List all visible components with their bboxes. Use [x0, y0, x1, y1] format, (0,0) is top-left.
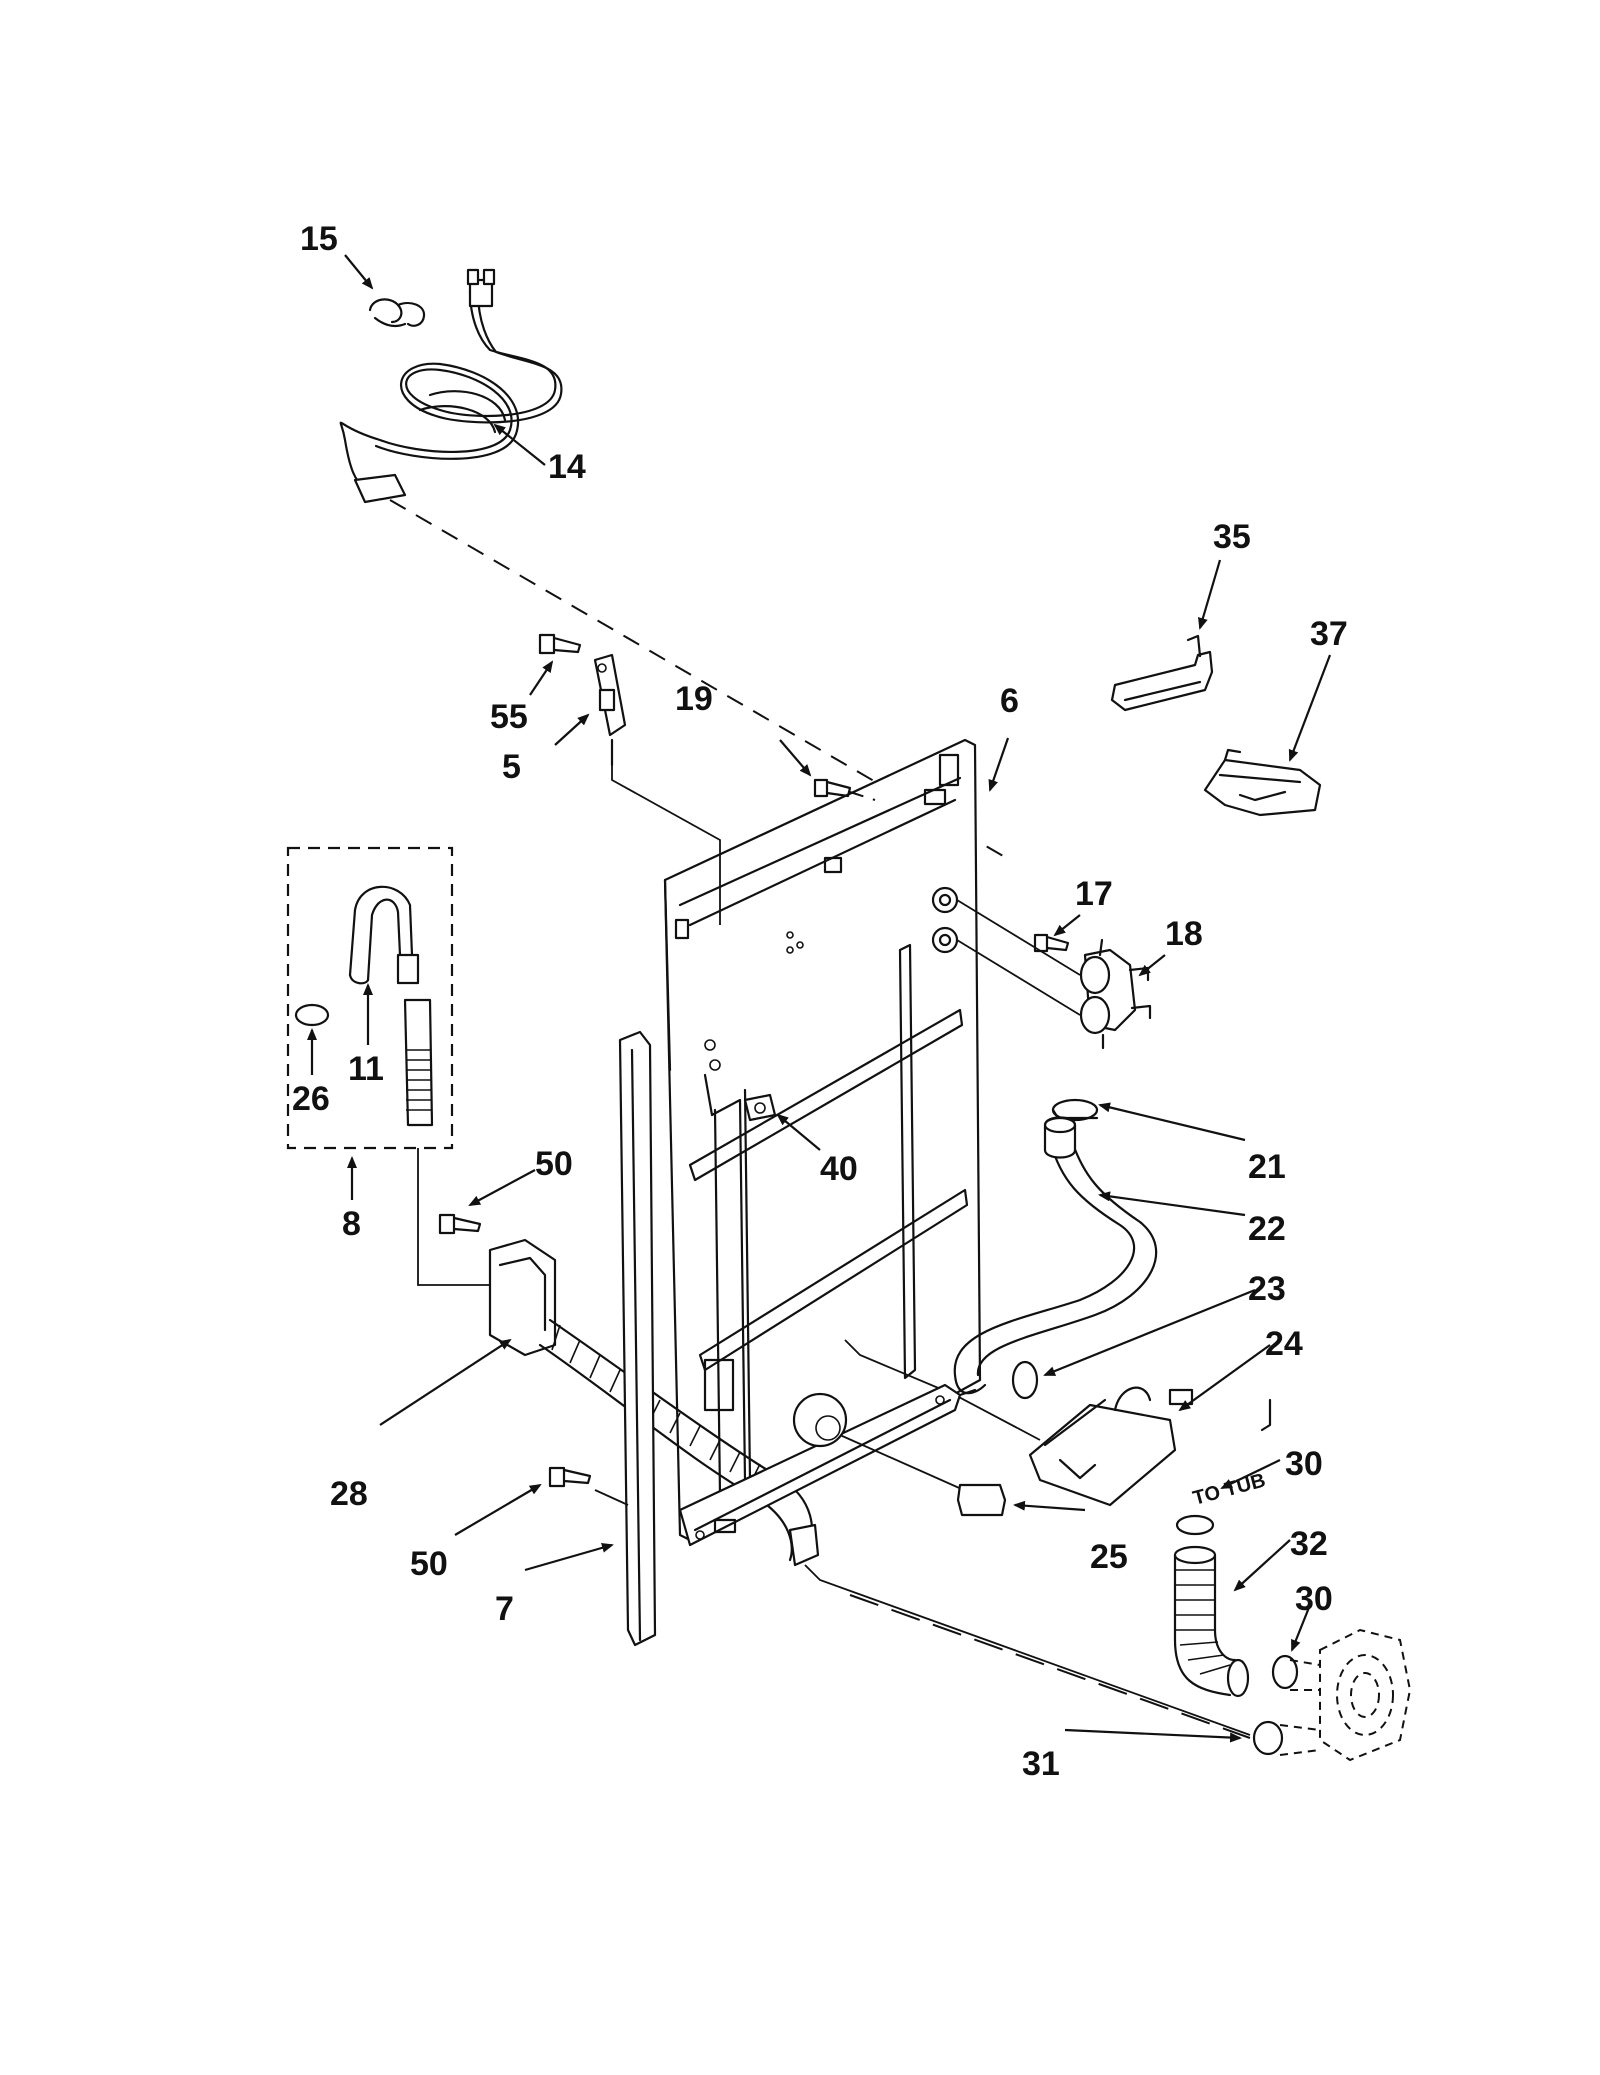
- leader-5-panel: [611, 765, 721, 925]
- drain-hose: [538, 1318, 820, 1567]
- valve-inlet-lines: [956, 899, 1081, 1016]
- label-55: 55: [490, 698, 528, 736]
- bracket-35: [1110, 634, 1214, 712]
- leader-24-panel: [844, 1339, 1041, 1441]
- cord-clip: [368, 298, 426, 328]
- pressure-switch-24: [1028, 1386, 1194, 1507]
- label-30-lower: 30: [1295, 1580, 1333, 1618]
- label-32: 32: [1290, 1525, 1328, 1563]
- hose-22: [953, 1116, 1158, 1395]
- label-19: 19: [675, 680, 713, 718]
- label-23: 23: [1248, 1270, 1286, 1308]
- label-to-tub: TO TUB: [1191, 1469, 1268, 1509]
- switch-bracket-5: [593, 653, 627, 767]
- label-15: 15: [300, 220, 338, 258]
- leader-8-28: [417, 1148, 490, 1286]
- clamp-30-lower: [1271, 1654, 1299, 1690]
- label-18: 18: [1165, 915, 1203, 953]
- drain-dash-31: [849, 1594, 1251, 1739]
- label-21: 21: [1248, 1148, 1286, 1186]
- label-17: 17: [1075, 875, 1113, 913]
- label-35: 35: [1213, 518, 1251, 556]
- leader-50-rail: [594, 1489, 629, 1506]
- label-8: 8: [342, 1205, 361, 1243]
- label-14: 14: [548, 448, 586, 486]
- water-valve-18: [1079, 938, 1152, 1050]
- label-50-upper: 50: [535, 1145, 573, 1183]
- clamp-30-upper: [1175, 1514, 1215, 1536]
- bottom-channel: [678, 1383, 962, 1547]
- label-50-lower: 50: [410, 1545, 448, 1583]
- leader-19-panel: [849, 791, 876, 801]
- part-labels: 15 14 35 37 55 5 19 6 17 18 11 26 8 40 5…: [292, 220, 1348, 1783]
- assembly-8-box: [286, 846, 454, 1150]
- label-24: 24: [1265, 1325, 1303, 1363]
- power-cord: [339, 268, 563, 504]
- callout-arrows: [307, 254, 1332, 1743]
- rear-panel: [663, 738, 982, 1542]
- screw-50-upper: [438, 1213, 482, 1235]
- screw-19: [813, 778, 852, 798]
- label-7: 7: [495, 1590, 514, 1628]
- label-6: 6: [1000, 682, 1019, 720]
- clamp-31: [1252, 1720, 1284, 1756]
- side-rail-7: [618, 1030, 657, 1647]
- pump-outline: [1279, 1628, 1412, 1762]
- clamp-23: [1011, 1360, 1039, 1400]
- clip-25: [956, 1483, 1007, 1517]
- drain-hose-32: [1173, 1545, 1250, 1698]
- label-37: 37: [1310, 615, 1348, 653]
- label-26: 26: [292, 1080, 330, 1118]
- screw-55: [538, 633, 582, 655]
- drain-bracket-28: [488, 1238, 557, 1357]
- label-25: 25: [1090, 1538, 1128, 1576]
- label-30-upper: 30: [1285, 1445, 1323, 1483]
- label-22: 22: [1248, 1210, 1286, 1248]
- screw-17: [1033, 933, 1070, 953]
- clamp-26: [294, 1003, 330, 1027]
- label-28: 28: [330, 1475, 368, 1513]
- leader-ball-25: [839, 1434, 976, 1496]
- screw-50-lower: [548, 1466, 592, 1488]
- bracket-37: [1203, 748, 1322, 817]
- hose-11: [348, 885, 420, 985]
- label-40: 40: [820, 1150, 858, 1188]
- label-31: 31: [1022, 1745, 1060, 1783]
- label-11: 11: [348, 1050, 384, 1088]
- drain-line-31: [804, 1564, 1251, 1736]
- standpipe-8: [403, 998, 434, 1127]
- label-5: 5: [502, 748, 521, 786]
